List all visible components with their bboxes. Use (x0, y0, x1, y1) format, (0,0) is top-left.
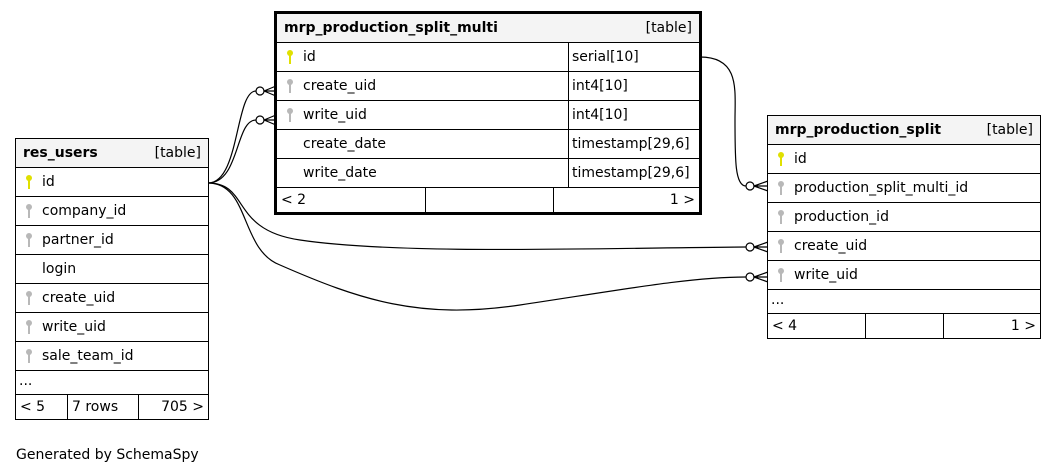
column-row[interactable]: write_uid (16, 313, 208, 342)
foreign-key-icon (16, 232, 42, 248)
foreign-key-icon (16, 319, 42, 335)
parents-count[interactable]: < 4 (772, 318, 798, 334)
column-row[interactable]: id serial[10] (277, 43, 699, 72)
table-name: mrp_production_split (775, 122, 942, 138)
foreign-key-icon (16, 348, 42, 364)
table-footer: < 2 1 > (277, 188, 699, 212)
column-name: create_uid (794, 238, 868, 254)
column-type: timestamp[29,6] (568, 130, 699, 158)
column-name: create_uid (303, 78, 377, 94)
column-row[interactable]: id (768, 145, 1040, 174)
row-count: 7 rows (67, 395, 139, 419)
column-name: write_date (303, 165, 377, 181)
table-kind: [table] (154, 145, 201, 161)
table-name: mrp_production_split_multi (284, 20, 498, 36)
table-footer: < 5 7 rows 705 > (16, 395, 208, 419)
column-row[interactable]: production_split_multi_id (768, 174, 1040, 203)
column-row[interactable]: write_uid (768, 261, 1040, 290)
column-name: create_uid (42, 290, 116, 306)
edge-res-users-to-multi-create-uid (207, 90, 257, 184)
table-name: res_users (23, 145, 98, 161)
table-mrp-production-split[interactable]: mrp_production_split [table] id productio… (767, 115, 1041, 339)
column-row[interactable]: create_uid (768, 232, 1040, 261)
children-count[interactable]: 1 > (669, 192, 695, 208)
table-mrp-production-split-multi[interactable]: mrp_production_split_multi [table] id seri… (274, 11, 702, 215)
column-name: write_uid (794, 267, 858, 283)
column-row[interactable]: create_uid (16, 284, 208, 313)
column-name: company_id (42, 203, 127, 219)
parents-count[interactable]: < 5 (20, 399, 46, 415)
column-row[interactable]: id (16, 168, 208, 197)
column-type: serial[10] (568, 43, 699, 71)
column-row[interactable]: sale_team_id (16, 342, 208, 371)
edge-res-users-to-split-create-uid (207, 182, 747, 251)
column-type: int4[10] (568, 72, 699, 100)
column-name: login (42, 261, 77, 277)
primary-key-icon (16, 174, 42, 190)
edge-res-users-to-multi-write-uid (207, 119, 257, 184)
table-kind: [table] (645, 20, 692, 36)
column-type: int4[10] (568, 101, 699, 129)
column-name: write_uid (42, 319, 106, 335)
column-row[interactable]: write_uid int4[10] (277, 101, 699, 130)
column-name: id (42, 174, 55, 190)
foreign-key-icon (768, 238, 794, 254)
table-footer: < 4 1 > (768, 314, 1040, 338)
column-name: id (303, 49, 316, 65)
optional-circle-marks (255, 86, 755, 282)
generated-by-label: Generated by SchemaSpy (16, 447, 199, 463)
foreign-key-icon (16, 203, 42, 219)
foreign-key-icon (768, 267, 794, 283)
table-header: res_users [table] (16, 139, 208, 168)
column-type: timestamp[29,6] (568, 159, 699, 187)
table-header: mrp_production_split_multi [table] (277, 14, 699, 43)
column-row[interactable]: create_uid int4[10] (277, 72, 699, 101)
edge-multi-to-split-production-split-multi-id (699, 56, 747, 187)
foreign-key-icon (277, 78, 303, 94)
column-row[interactable]: login (16, 255, 208, 284)
column-name: sale_team_id (42, 348, 134, 364)
column-row[interactable]: partner_id (16, 226, 208, 255)
primary-key-icon (277, 49, 303, 65)
primary-key-icon (768, 151, 794, 167)
table-header: mrp_production_split [table] (768, 116, 1040, 145)
column-row[interactable]: create_date timestamp[29,6] (277, 130, 699, 159)
edge-res-users-to-split-write-uid (207, 182, 747, 311)
foreign-key-icon (768, 180, 794, 196)
column-row[interactable]: company_id (16, 197, 208, 226)
table-res-users[interactable]: res_users [table] id company_id partner_i… (15, 138, 209, 420)
column-name: partner_id (42, 232, 114, 248)
table-kind: [table] (986, 122, 1033, 138)
column-row[interactable]: production_id (768, 203, 1040, 232)
foreign-key-icon (768, 209, 794, 225)
foreign-key-icon (16, 290, 42, 306)
more-columns: ... (768, 290, 1040, 314)
parents-count[interactable]: < 2 (281, 192, 307, 208)
column-name: production_id (794, 209, 889, 225)
foreign-key-icon (277, 107, 303, 123)
column-name: write_uid (303, 107, 367, 123)
column-name: create_date (303, 136, 387, 152)
children-count[interactable]: 705 > (161, 399, 204, 415)
row-count (865, 314, 944, 338)
column-name: production_split_multi_id (794, 180, 969, 196)
row-count (425, 188, 554, 212)
more-columns: ... (16, 371, 208, 395)
children-count[interactable]: 1 > (1010, 318, 1036, 334)
column-row[interactable]: write_date timestamp[29,6] (277, 159, 699, 188)
column-name: id (794, 151, 807, 167)
crow-foot-marks (263, 85, 769, 283)
